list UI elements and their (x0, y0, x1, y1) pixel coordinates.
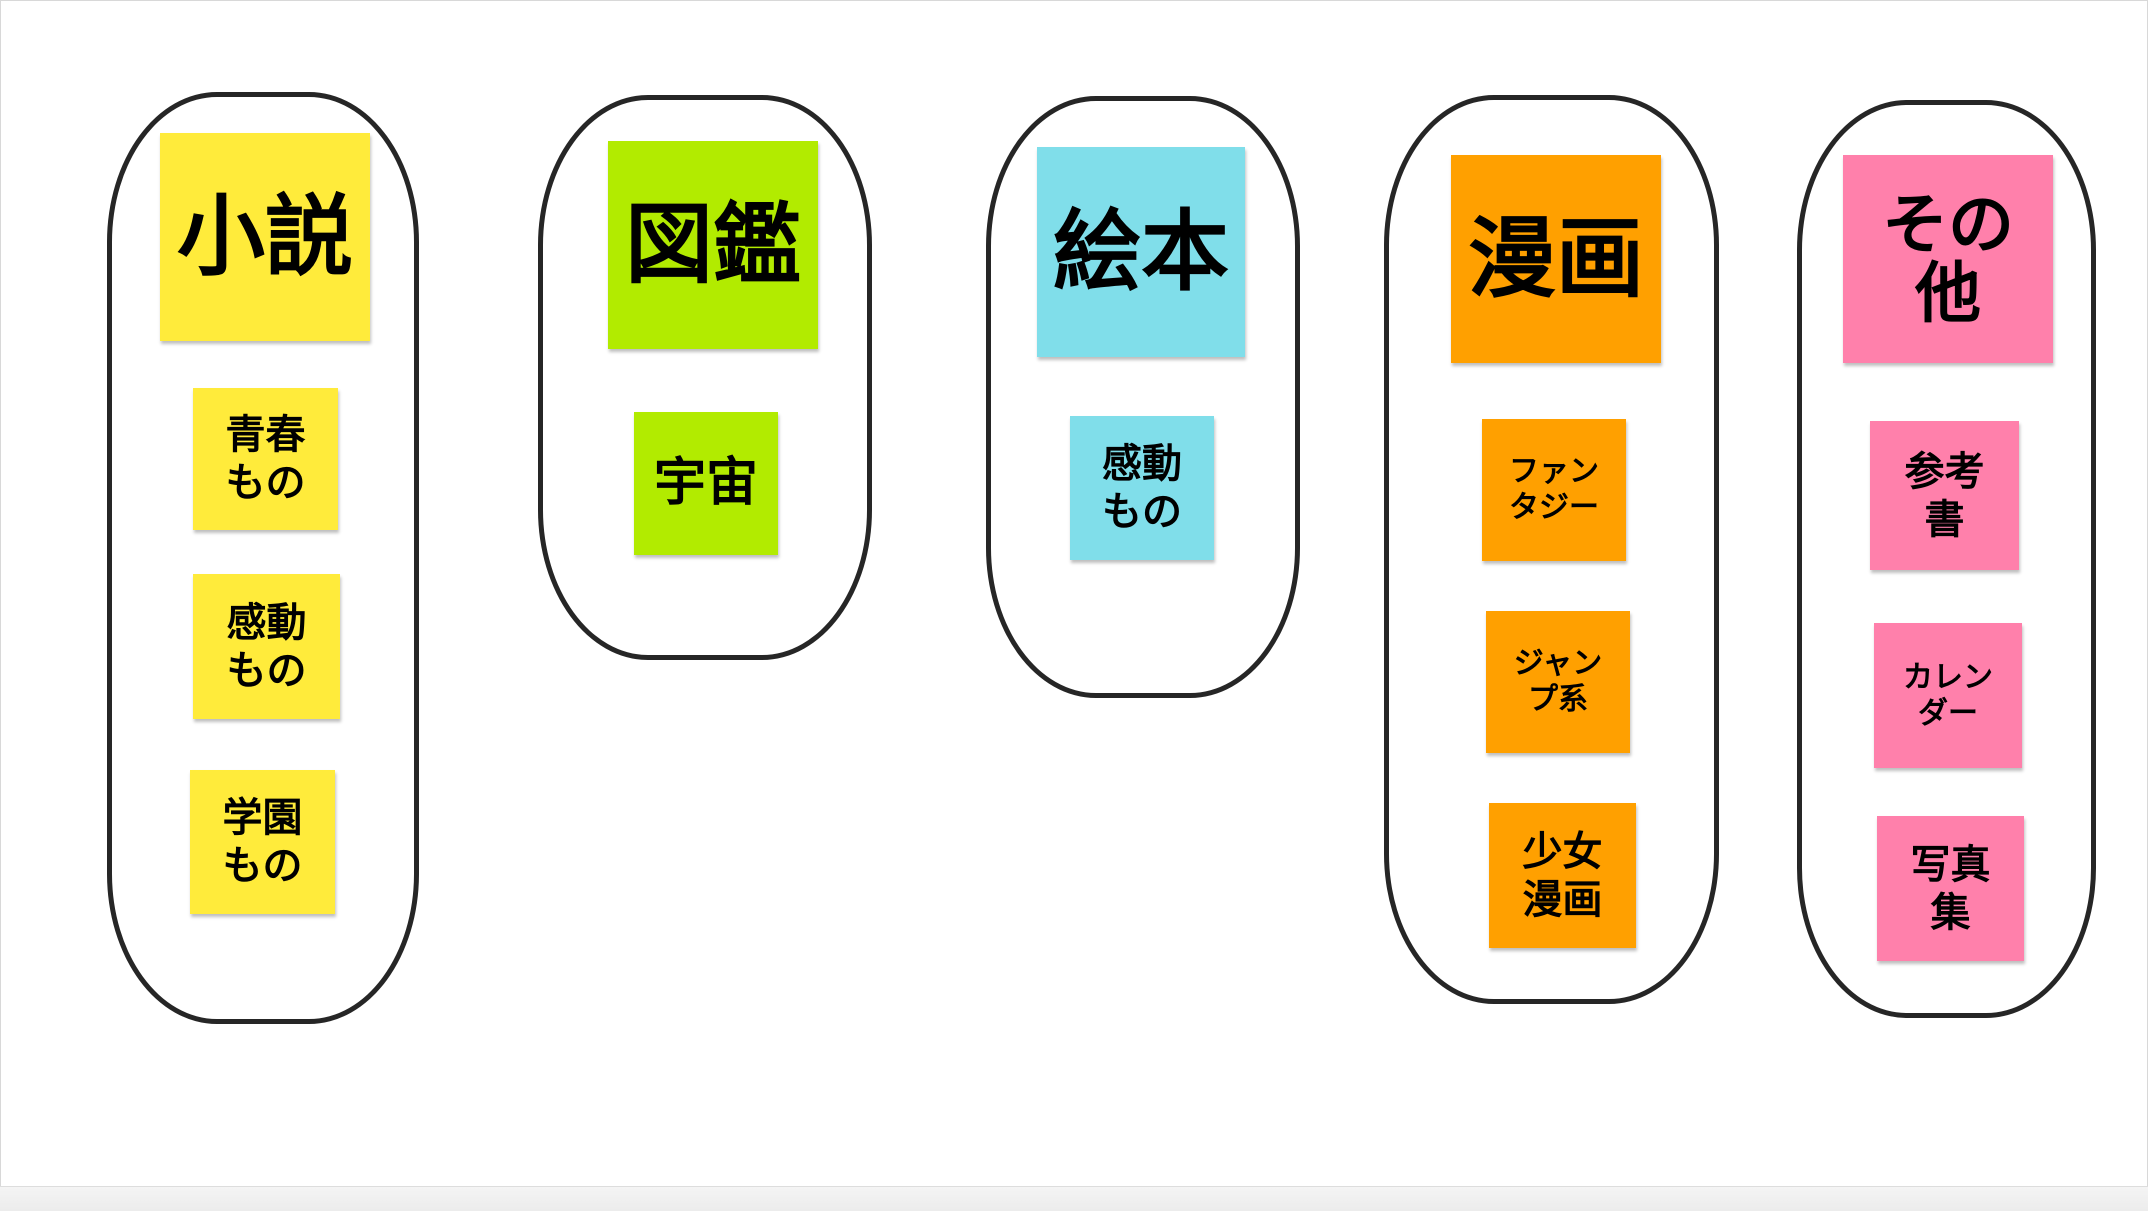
item-note[interactable]: 青春 もの (193, 388, 338, 530)
item-label: 学園 もの (222, 795, 303, 889)
item-note[interactable]: 宇宙 (634, 412, 778, 555)
category-label: 小説 (176, 184, 353, 288)
group-novel (107, 92, 419, 1024)
category-label: 絵本 (1052, 199, 1229, 303)
item-label: ファン タジー (1509, 454, 1599, 525)
item-note[interactable]: カレン ダー (1874, 623, 2022, 768)
item-label: 感動 もの (1102, 441, 1182, 535)
item-label: 青春 もの (225, 412, 306, 506)
category-note-novel[interactable]: 小説 (160, 133, 370, 341)
item-note[interactable]: 感動 もの (193, 574, 340, 719)
category-note-picture-book[interactable]: 絵本 (1037, 147, 1245, 357)
item-note[interactable]: 感動 もの (1070, 416, 1214, 560)
item-label: ジャン プ系 (1513, 646, 1603, 717)
category-note-manga[interactable]: 漫画 (1451, 155, 1661, 363)
item-label: カレン ダー (1903, 659, 1993, 731)
category-label: 図鑑 (624, 192, 801, 296)
item-label: 感動 もの (226, 599, 307, 694)
category-label: 漫画 (1467, 206, 1644, 310)
item-note[interactable]: 写真 集 (1877, 816, 2024, 961)
item-note[interactable]: 学園 もの (190, 770, 335, 914)
item-label: 写真 集 (1910, 841, 1991, 936)
item-note[interactable]: ファン タジー (1482, 419, 1626, 561)
group-manga (1384, 95, 1719, 1004)
group-other (1797, 100, 2096, 1018)
category-note-other[interactable]: その 他 (1843, 155, 2053, 363)
item-label: 宇宙 (653, 453, 758, 514)
item-note[interactable]: 少女 漫画 (1489, 803, 1636, 948)
item-label: 少女 漫画 (1522, 828, 1603, 923)
item-note[interactable]: 参考 書 (1870, 421, 2019, 570)
group-picture-book (986, 96, 1300, 698)
item-note[interactable]: ジャン プ系 (1486, 611, 1630, 753)
category-note-encyclopedia[interactable]: 図鑑 (608, 141, 818, 349)
item-label: 参考 書 (1904, 448, 1985, 543)
bottom-bar (0, 1186, 2148, 1211)
group-encyclopedia (538, 95, 872, 660)
category-label: その 他 (1882, 185, 2014, 332)
